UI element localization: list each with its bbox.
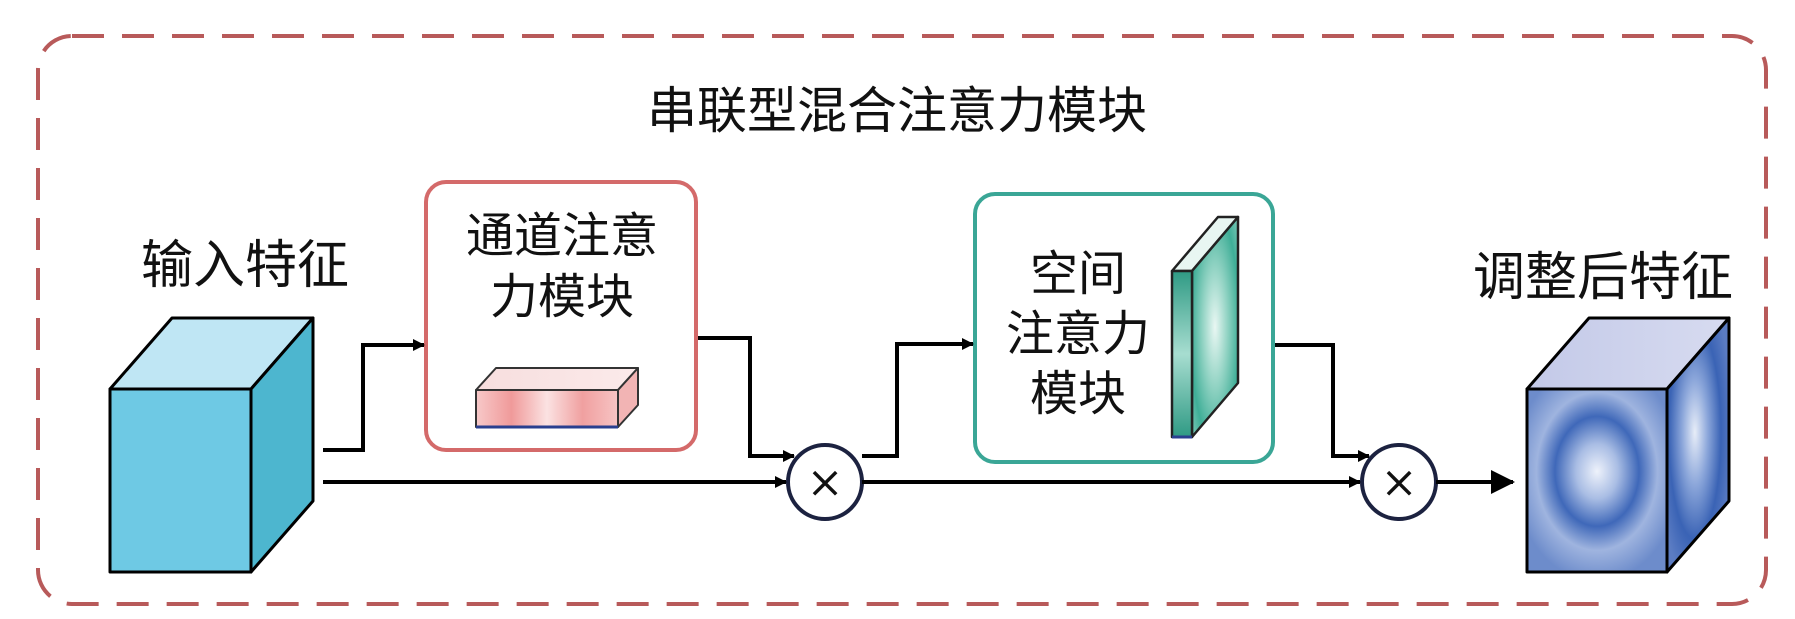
input-feature-cube xyxy=(108,316,315,574)
channel-slab-front xyxy=(475,389,619,428)
input-cube-front xyxy=(108,387,253,574)
multiply-symbol-2: × xyxy=(1381,457,1418,508)
arrow-spatial-to-multiply2 xyxy=(1275,343,1370,462)
spatial-module-label-line1: 空间 xyxy=(1030,246,1126,302)
multiply-node-1: × xyxy=(786,443,864,521)
arrow-input-to-channel xyxy=(323,339,425,452)
output-feature-cube xyxy=(1525,316,1731,574)
multiply-node-2: × xyxy=(1360,443,1438,521)
outer-dashed-frame xyxy=(36,34,1768,606)
channel-attention-slab xyxy=(475,367,639,429)
input-feature-label: 输入特征 xyxy=(141,236,349,296)
spatial-module-label-line2: 注意力 xyxy=(1006,306,1150,362)
output-cube-front xyxy=(1525,387,1669,574)
channel-slab-top xyxy=(475,367,639,391)
spatial-module-label-line3: 模块 xyxy=(1030,366,1126,422)
diagram-title: 串联型混合注意力模块 xyxy=(647,82,1147,140)
output-feature-label: 调整后特征 xyxy=(1473,248,1733,308)
channel-module-label-line1: 通道注意 xyxy=(466,208,658,264)
arrow-channel-to-multiply1 xyxy=(698,336,795,462)
channel-module-label-line2: 力模块 xyxy=(490,269,634,325)
spatial-slab-front xyxy=(1170,269,1194,439)
spatial-attention-slab xyxy=(1170,215,1240,439)
arrow-multiply1-to-spatial xyxy=(862,338,974,458)
multiply-symbol-1: × xyxy=(807,457,844,508)
